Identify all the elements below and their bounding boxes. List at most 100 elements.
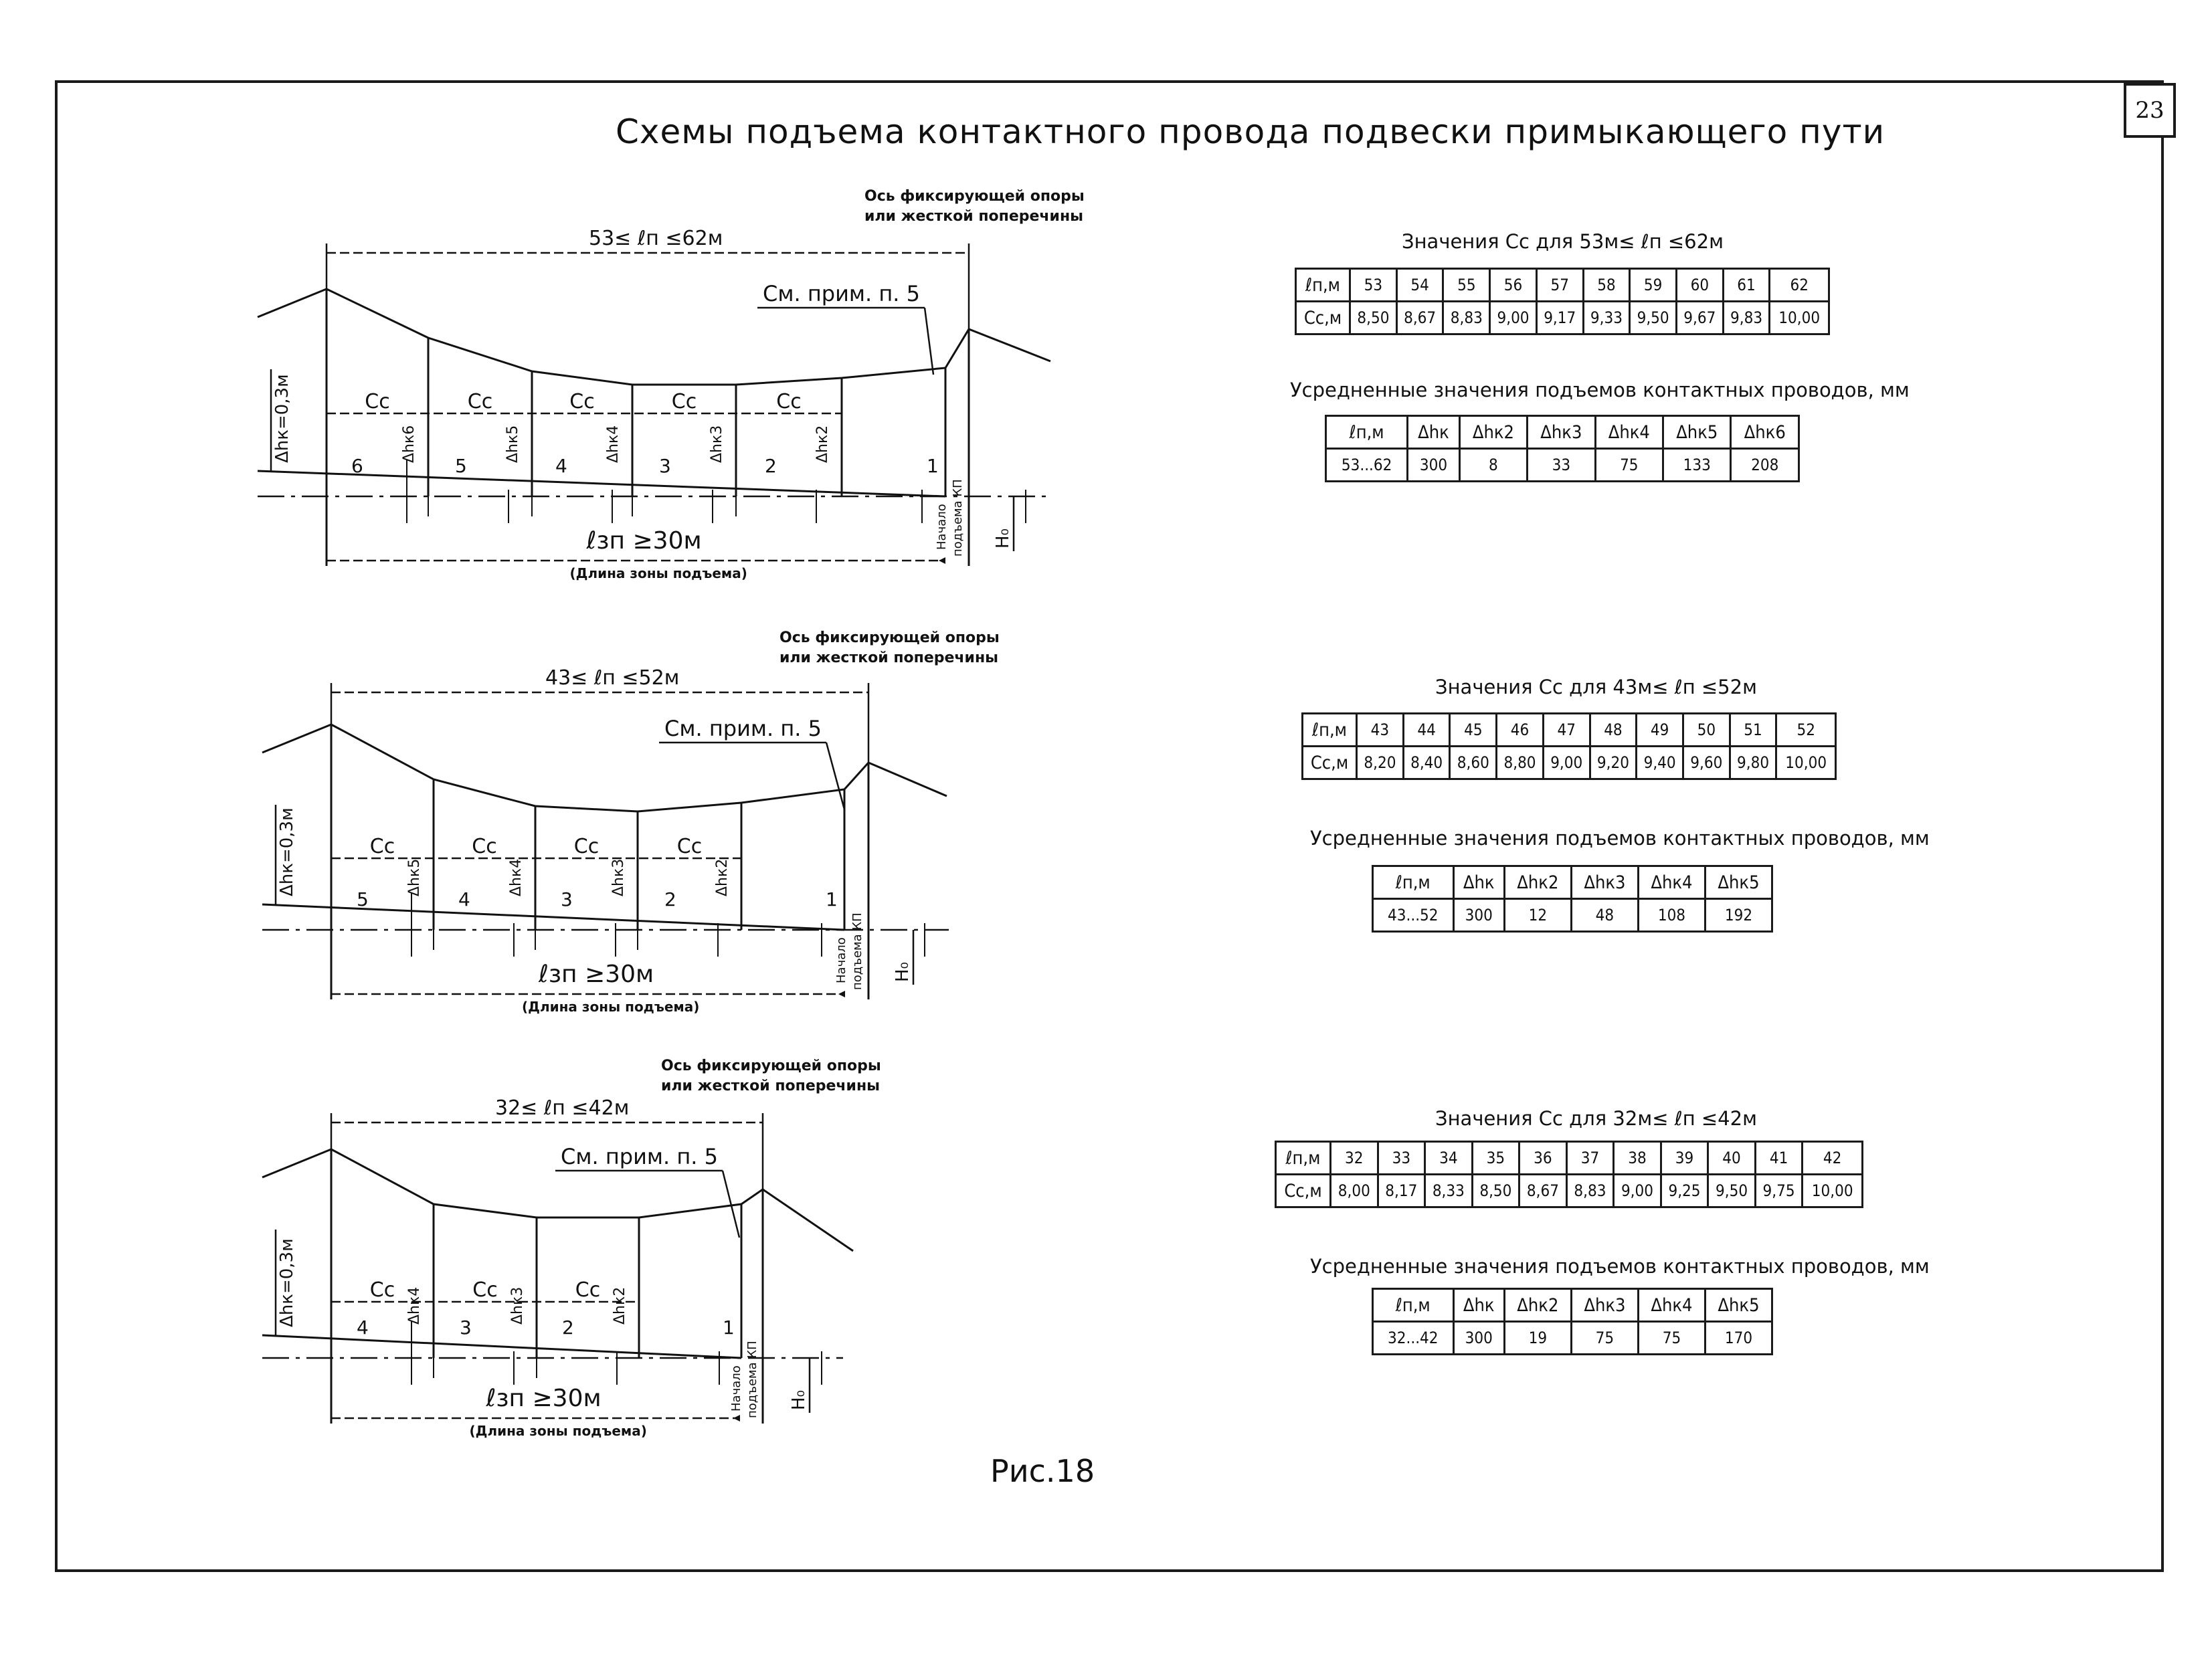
ln-value-cell: 52 xyxy=(1775,712,1837,747)
cc-value-cell: 9,20 xyxy=(1588,745,1638,780)
lift-value-cell: 12 xyxy=(1503,898,1572,933)
lift-header-cell: Δhк6 xyxy=(1730,415,1800,450)
drawing-frame xyxy=(55,80,2164,1572)
lift-value-cell: 75 xyxy=(1570,1321,1639,1355)
ln-value-cell: 43 xyxy=(1356,712,1404,747)
lift-value-cell: 208 xyxy=(1730,448,1800,482)
figure-caption: Рис.18 xyxy=(990,1453,1095,1489)
ln-value-cell: 60 xyxy=(1675,268,1724,302)
cc-value-cell: 8,83 xyxy=(1442,300,1491,335)
lift-header-cell: Δhк4 xyxy=(1594,415,1665,450)
ln-value-cell: 45 xyxy=(1449,712,1498,747)
lift-header-cell: ℓп,м xyxy=(1372,865,1455,900)
point-number: 3 xyxy=(460,1316,472,1339)
lift-header-cell: Δhк2 xyxy=(1503,1288,1572,1323)
note-ref-label: См. прим. п. 5 xyxy=(561,1144,718,1169)
axis-note: Ось фиксирующей опоры xyxy=(661,1058,881,1074)
axis-note: Ось фиксирующей опоры xyxy=(864,188,1085,205)
ln-value-cell: 50 xyxy=(1681,712,1731,747)
page-title: Схемы подъема контактного провода подвес… xyxy=(616,112,1885,151)
start-label: Начало xyxy=(834,937,848,983)
start-label: подъема КП xyxy=(850,912,864,990)
lift-table-title-3: Усредненные значения подъемов контактных… xyxy=(1310,1255,1930,1278)
ln-value-cell: 55 xyxy=(1442,268,1491,302)
page-number: 23 xyxy=(2124,83,2176,138)
point-number: 6 xyxy=(351,455,363,477)
lift-table-title-1: Усредненные значения подъемов контактных… xyxy=(1290,379,1910,401)
ln-value-cell: 49 xyxy=(1635,712,1684,747)
point-number: 2 xyxy=(765,455,777,477)
axis-note: Ось фиксирующей опоры xyxy=(779,629,1000,646)
ln-value-cell: 32 xyxy=(1329,1141,1379,1175)
ln-value-cell: 39 xyxy=(1659,1141,1710,1175)
ln-value-cell: 58 xyxy=(1582,268,1631,302)
ln-value-cell: 40 xyxy=(1707,1141,1756,1175)
ln-value-cell: 44 xyxy=(1402,712,1451,747)
lift-value-cell: 33 xyxy=(1526,448,1596,482)
lift-header-cell: Δhк4 xyxy=(1637,865,1706,900)
ln-header-cell: ℓп,м xyxy=(1301,712,1358,747)
cc-label: Сс xyxy=(468,390,492,413)
cc-value-cell: 8,67 xyxy=(1395,300,1445,335)
lift-header-cell: Δhк5 xyxy=(1703,865,1774,900)
lift-header-cell: Δhк4 xyxy=(1637,1288,1706,1323)
lift-value-cell: 192 xyxy=(1703,898,1774,933)
cc-value-cell: 8,80 xyxy=(1495,745,1544,780)
cc-value-cell: 9,50 xyxy=(1707,1173,1756,1208)
cc-header-cell: Сс,м xyxy=(1274,1173,1332,1208)
ln-value-cell: 47 xyxy=(1542,712,1591,747)
cc-value-cell: 9,80 xyxy=(1728,745,1778,780)
axis-note: или жесткой поперечины xyxy=(864,208,1083,225)
zone-caption: (Длина зоны подъема) xyxy=(470,1423,647,1439)
note-ref-label: См. прим. п. 5 xyxy=(664,716,822,741)
lift-value-cell: 300 xyxy=(1452,1321,1505,1355)
ln-value-cell: 59 xyxy=(1629,268,1677,302)
lift-header-cell: Δhк xyxy=(1406,415,1461,450)
ln-value-cell: 46 xyxy=(1495,712,1544,747)
lift-header-cell: Δhк3 xyxy=(1570,865,1639,900)
cc-value-cell: 9,25 xyxy=(1659,1173,1710,1208)
start-label: подъема КП xyxy=(951,479,965,557)
span-label: 32≤ ℓп ≤42м xyxy=(495,1096,629,1120)
point-number: 4 xyxy=(458,888,470,910)
ln-value-cell: 57 xyxy=(1535,268,1584,302)
ln-value-cell: 53 xyxy=(1349,268,1398,302)
point-number: 3 xyxy=(561,888,573,910)
cc-value-cell: 10,00 xyxy=(1775,745,1837,780)
dh-mark-label: Δhк2 xyxy=(612,1287,628,1325)
cc-label: Сс xyxy=(370,835,395,858)
zone-caption: (Длина зоны подъема) xyxy=(570,565,747,581)
lift-header-cell: Δhк2 xyxy=(1503,865,1572,900)
note-ref-label: См. прим. п. 5 xyxy=(763,281,920,306)
h0-label: H₀ xyxy=(789,1390,809,1410)
lift-header-cell: Δhк xyxy=(1452,865,1505,900)
dh-total-label: Δhк=0,3м xyxy=(277,1238,297,1327)
lift-value-cell: 108 xyxy=(1637,898,1706,933)
point-number: 4 xyxy=(555,455,567,477)
cc-value-cell: 9,00 xyxy=(1612,1173,1662,1208)
start-label: подъема КП xyxy=(745,1341,759,1418)
zone-arrow xyxy=(838,991,845,997)
contact-wire xyxy=(257,288,1051,386)
raising-line xyxy=(257,470,946,498)
point-number: 2 xyxy=(664,888,676,910)
lift-value-cell: 43...52 xyxy=(1372,898,1455,933)
lift-value-cell: 19 xyxy=(1503,1321,1572,1355)
lift-value-cell: 32...42 xyxy=(1372,1321,1455,1355)
dh-mark-label: Δhк2 xyxy=(814,425,831,463)
axis-note: или жесткой поперечины xyxy=(779,650,998,666)
note-ref-leader xyxy=(721,1170,741,1238)
cc-value-cell: 9,60 xyxy=(1681,745,1731,780)
point-number: 1 xyxy=(723,1316,735,1339)
lift-value-cell: 53...62 xyxy=(1324,448,1409,482)
ln-value-cell: 37 xyxy=(1565,1141,1615,1175)
